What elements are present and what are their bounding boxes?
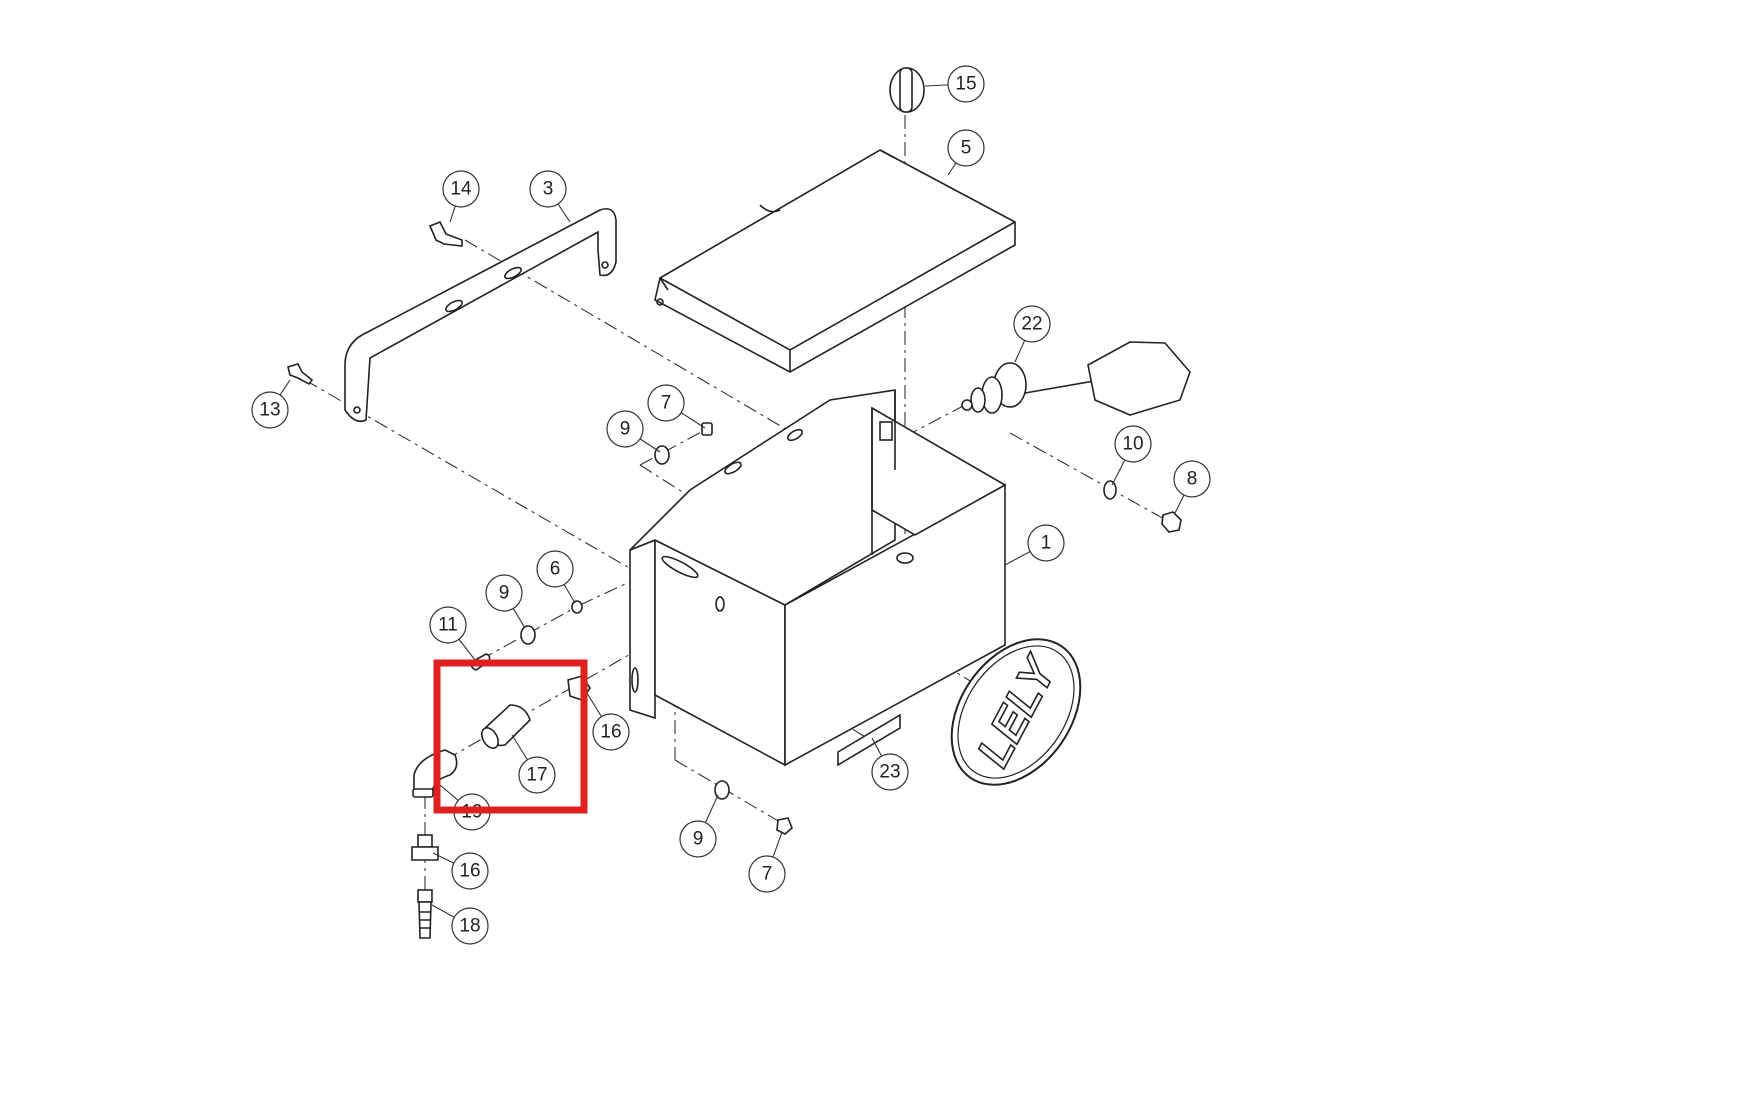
callout-17: 17 <box>518 756 556 794</box>
callout-leader <box>279 379 291 396</box>
callout-11: 11 <box>429 606 467 644</box>
part-check-valve <box>481 704 531 749</box>
callout-number: 9 <box>693 829 704 850</box>
callout-leader <box>511 734 528 761</box>
callout-number: 22 <box>1021 314 1042 335</box>
callout-number: 8 <box>1187 469 1198 490</box>
callout-7: 7 <box>748 855 786 893</box>
callout-number: 3 <box>543 179 554 200</box>
callout-8: 8 <box>1173 460 1211 498</box>
callout-14: 14 <box>442 170 480 208</box>
highlight-box <box>433 659 588 814</box>
part-hose-barb <box>417 889 433 939</box>
callout-13: 13 <box>251 391 289 429</box>
part-bolt-14 <box>428 220 463 247</box>
callout-9: 9 <box>485 574 523 612</box>
callout-9: 9 <box>606 410 644 448</box>
callout-9: 9 <box>679 820 717 858</box>
callout-number: 5 <box>961 138 972 159</box>
callout-leader <box>639 438 661 453</box>
callout-leader <box>449 205 456 223</box>
part-fitting-16 <box>411 834 439 861</box>
callout-number: 9 <box>499 583 510 604</box>
part-bracket <box>344 207 617 423</box>
callout-leader <box>704 794 719 823</box>
callout-leader <box>1174 494 1185 514</box>
callout-number: 10 <box>1122 434 1143 455</box>
callout-leader <box>1014 340 1026 363</box>
callout-23: 23 <box>871 753 909 791</box>
callout-7: 7 <box>647 384 685 422</box>
callout-number: 11 <box>438 615 458 636</box>
callout-6: 6 <box>536 550 574 588</box>
part-label-23 <box>837 713 901 767</box>
callout-15: 15 <box>947 65 985 103</box>
part-battery-box <box>629 389 1007 767</box>
callout-1: 1 <box>1027 524 1065 562</box>
callout-leader <box>947 162 957 176</box>
callout-leader <box>563 584 576 604</box>
callout-leader <box>680 412 706 429</box>
lely-logo: LELY <box>950 638 1082 786</box>
callout-number: 1 <box>1041 533 1052 554</box>
callout-leader <box>772 831 783 858</box>
callout-3: 3 <box>529 170 567 208</box>
callout-number: 9 <box>620 419 631 440</box>
callout-leader <box>439 784 459 801</box>
callout-10: 10 <box>1114 425 1152 463</box>
callout-number: 7 <box>661 393 672 414</box>
callout-leader <box>584 689 602 717</box>
part-lynch-pin <box>889 67 925 113</box>
callout-number: 17 <box>526 765 547 786</box>
callout-leader <box>557 203 571 223</box>
callout-leader <box>432 852 455 864</box>
callout-leader <box>1111 459 1126 486</box>
callout-number: 6 <box>550 559 561 580</box>
callout-number: 13 <box>259 400 280 421</box>
part-lid <box>654 149 1016 373</box>
callout-leader <box>512 608 526 629</box>
callout-16: 16 <box>592 713 630 751</box>
callout-22: 22 <box>1013 305 1051 343</box>
callout-number: 7 <box>762 864 773 885</box>
callout-leader <box>924 84 949 87</box>
callout-number: 15 <box>955 74 976 95</box>
callout-16: 16 <box>451 852 489 890</box>
callout-leaders <box>279 84 1185 918</box>
callout-5: 5 <box>947 129 985 167</box>
callout-number: 18 <box>459 916 480 937</box>
callout-18: 18 <box>451 907 489 945</box>
callout-number: 14 <box>450 179 472 200</box>
callout-leader <box>431 904 455 918</box>
callout-number: 16 <box>459 861 480 882</box>
callout-leader <box>1004 551 1031 566</box>
callout-leader <box>871 737 883 757</box>
callout-number: 23 <box>879 762 900 783</box>
callout-leader <box>458 638 476 661</box>
callout-number: 16 <box>600 722 621 743</box>
part-bolt-13 <box>287 363 314 386</box>
part-float-switch <box>961 341 1191 416</box>
